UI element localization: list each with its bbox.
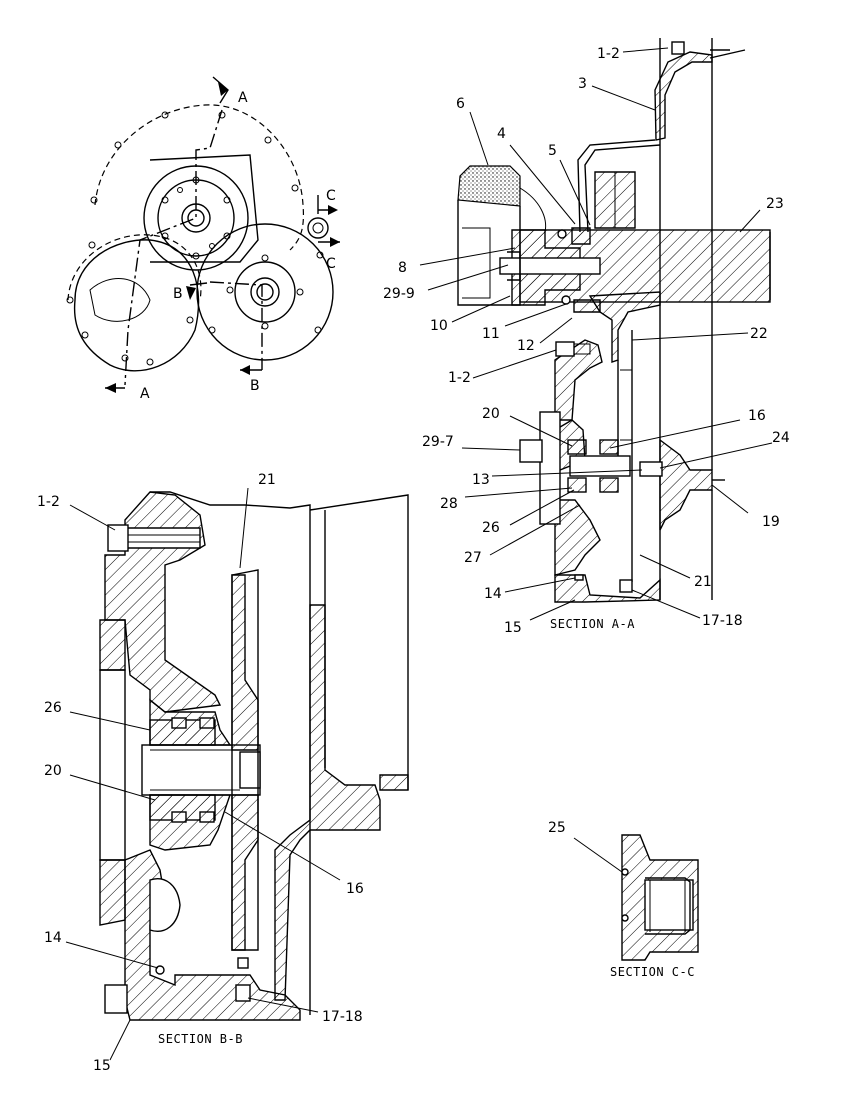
callout-16-a: 16 (748, 408, 766, 424)
callout-26-a: 26 (482, 520, 500, 536)
callout-15-a: 15 (504, 620, 522, 636)
callout-29-9: 29-9 (383, 286, 415, 302)
callout-14-b: 14 (44, 930, 62, 946)
callout-17-18-a: 17-18 (702, 613, 743, 629)
view-marker-b-bottom: B (250, 378, 260, 394)
callout-29-7: 29-7 (422, 434, 454, 450)
view-marker-b-top: B (173, 286, 183, 302)
view-marker-c-top: C (326, 188, 336, 204)
callout-14-a: 14 (484, 586, 502, 602)
section-b-b-title: SECTION B-B (158, 1032, 243, 1046)
callout-1-2-b: 1-2 (37, 494, 60, 510)
callout-26-b: 26 (44, 700, 62, 716)
view-marker-c-bottom: C (326, 256, 336, 272)
callout-4: 4 (497, 126, 506, 142)
section-b-b: 21 1-2 26 20 16 14 17-18 15 SECTION B-B (37, 472, 409, 1074)
callout-24: 24 (772, 430, 790, 446)
callout-19: 19 (762, 514, 780, 530)
callout-21-a: 21 (694, 574, 712, 590)
callout-10: 10 (430, 318, 448, 334)
callout-20-b: 20 (44, 763, 62, 779)
callout-17-18-b: 17-18 (322, 1009, 363, 1025)
callout-13: 13 (472, 472, 490, 488)
callout-3: 3 (578, 76, 587, 92)
callout-28: 28 (440, 496, 458, 512)
view-marker-a-bottom: A (140, 386, 150, 402)
section-a-a-title: SECTION A-A (550, 617, 635, 631)
callout-16-b: 16 (346, 881, 364, 897)
callout-21-b: 21 (258, 472, 276, 488)
view-marker-a-top: A (238, 90, 248, 106)
callout-27: 27 (464, 550, 482, 566)
callout-23: 23 (766, 196, 784, 212)
callout-6: 6 (456, 96, 465, 112)
callout-22: 22 (750, 326, 768, 342)
callout-8: 8 (398, 260, 407, 276)
callout-20-a: 20 (482, 406, 500, 422)
callout-5: 5 (548, 143, 557, 159)
callout-15-b: 15 (93, 1058, 111, 1074)
callout-11: 11 (482, 326, 500, 342)
callout-1-2-mid: 1-2 (448, 370, 471, 386)
section-c-c: 25 SECTION C-C (548, 820, 699, 979)
section-a-a: 1-2 3 6 4 5 23 8 29-9 10 11 12 22 1-2 20… (383, 38, 790, 636)
section-c-c-title: SECTION C-C (610, 965, 695, 979)
callout-12: 12 (517, 338, 535, 354)
callout-25: 25 (548, 820, 566, 836)
front-view: A A B B C C (66, 76, 340, 402)
callout-1-2-top: 1-2 (597, 46, 620, 62)
